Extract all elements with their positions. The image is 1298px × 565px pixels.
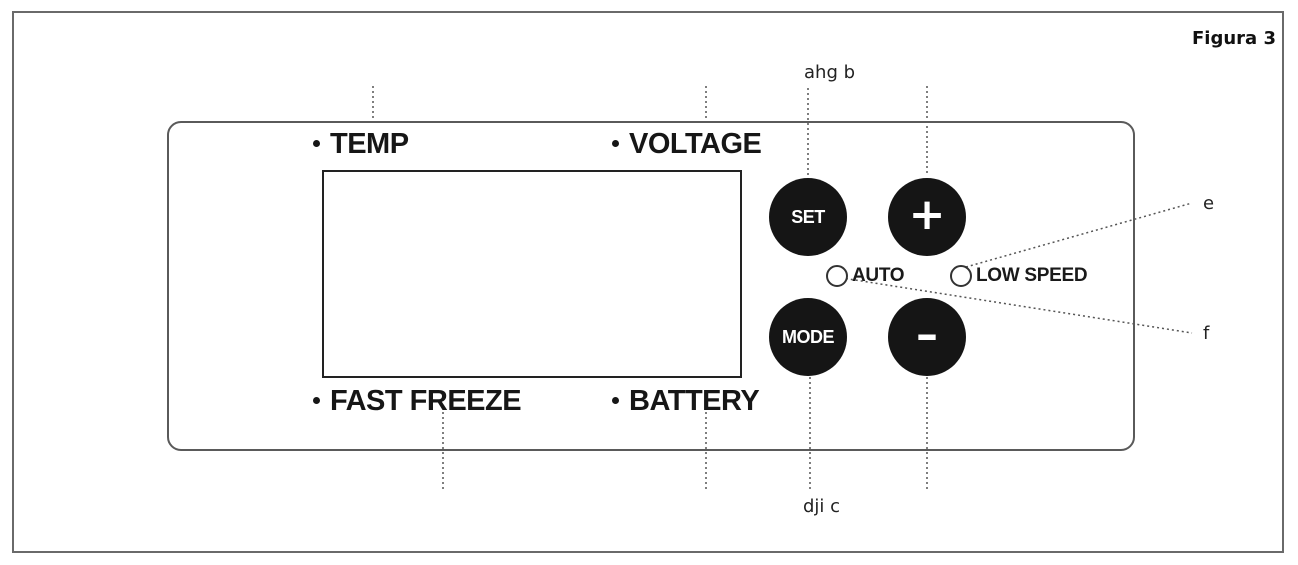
control-panel	[167, 121, 1135, 451]
figure-frame	[12, 11, 1284, 553]
plus-button[interactable]: +	[888, 178, 966, 256]
callout-f: f	[1203, 323, 1210, 344]
indicator-battery: BATTERY	[612, 385, 760, 418]
led-icon	[826, 265, 848, 287]
led-low-speed-label: LOW SPEED	[976, 265, 1088, 286]
indicator-fast-freeze: FAST FREEZE	[313, 385, 522, 418]
minus-icon: –	[916, 309, 938, 360]
minus-button[interactable]: –	[888, 298, 966, 376]
led-icon	[950, 265, 972, 287]
indicator-voltage: VOLTAGE	[612, 128, 762, 161]
indicator-voltage-label: VOLTAGE	[629, 128, 762, 160]
bullet-icon	[313, 396, 320, 404]
indicator-temp-label: TEMP	[330, 128, 409, 160]
set-button[interactable]: SET	[769, 178, 847, 256]
callout-e: e	[1203, 193, 1215, 214]
indicator-temp: TEMP	[313, 128, 409, 161]
bullet-icon	[612, 396, 619, 404]
callout-top: ahg b	[804, 62, 856, 83]
leader-f	[835, 276, 1193, 334]
indicator-fast-freeze-label: FAST FREEZE	[330, 385, 522, 417]
lcd-display	[322, 170, 742, 378]
bullet-icon	[313, 139, 320, 147]
indicator-battery-label: BATTERY	[629, 385, 760, 417]
bullet-icon	[612, 139, 619, 147]
led-low-speed: LOW SPEED	[950, 265, 1088, 287]
led-auto-label: AUTO	[852, 265, 905, 286]
leader-e	[965, 202, 1193, 268]
callout-bottom: dji c	[803, 496, 841, 517]
mode-button[interactable]: MODE	[769, 298, 847, 376]
led-auto: AUTO	[826, 265, 905, 287]
plus-icon: +	[908, 189, 946, 240]
figure-label: Figura 3	[1192, 28, 1276, 49]
